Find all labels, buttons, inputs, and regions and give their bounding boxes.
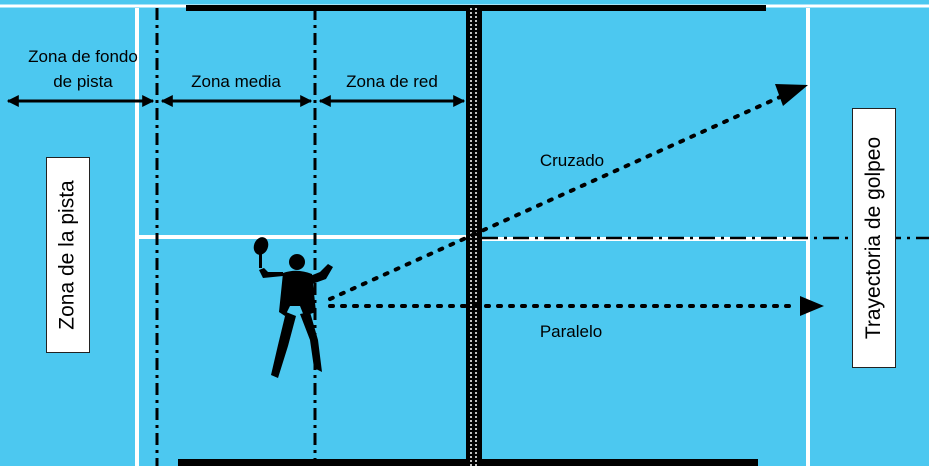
player-silhouette-icon [253,237,333,378]
arrowhead-cruzado [775,84,808,106]
trayectoria-box: Trayectoria de golpeo [852,108,896,368]
net [466,8,482,466]
label-zona-media: Zona media [191,72,281,91]
label-paralelo: Paralelo [540,322,602,341]
trajectory-cruzado [328,95,782,301]
label-zona-red: Zona de red [346,72,438,91]
label-zona-fondo-1: Zona de fondo [28,47,138,66]
label-cruzado: Cruzado [540,151,604,170]
label-trayectoria: Trayectoria de golpeo [862,136,885,340]
label-zona-fondo-2: de pista [53,72,113,91]
arrowhead-paralelo [800,296,824,316]
zona-pista-box: Zona de la pista [46,157,90,353]
label-zona-pista: Zona de la pista [56,180,79,330]
